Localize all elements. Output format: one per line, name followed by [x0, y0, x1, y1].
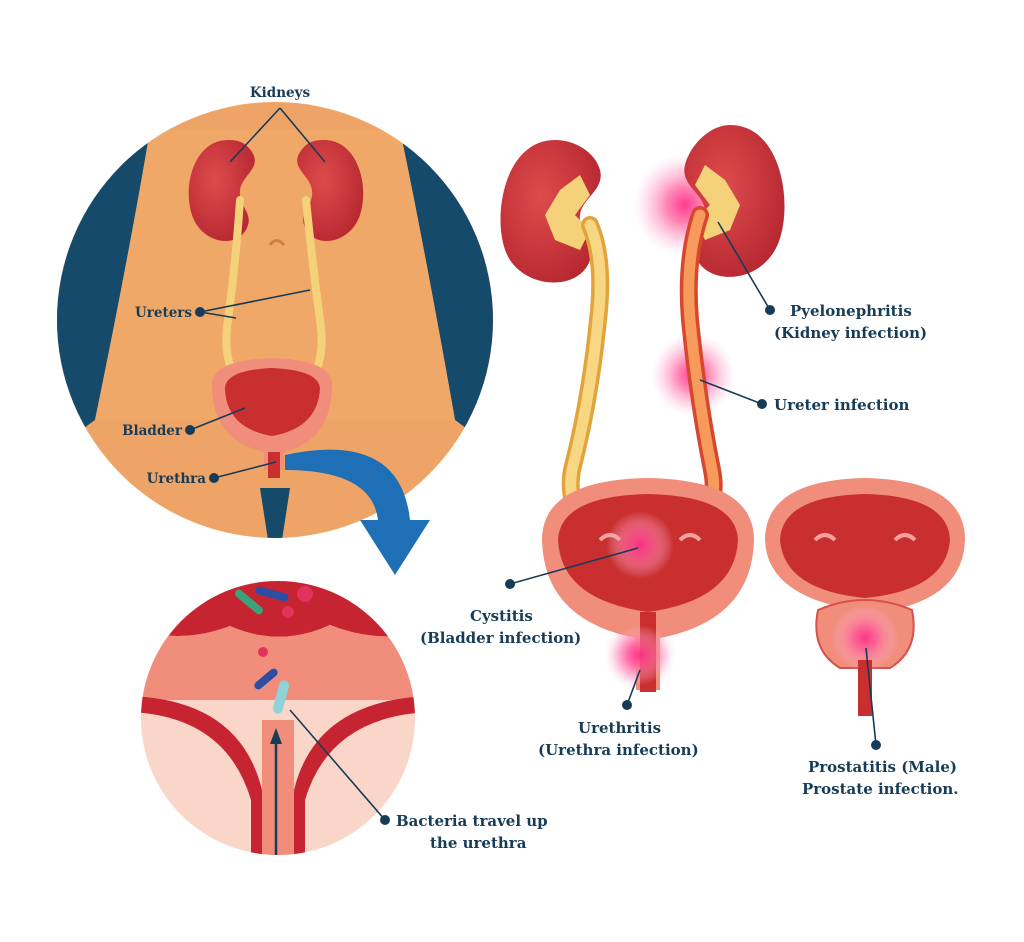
kidney-left-large — [500, 140, 601, 283]
infection-leaders — [505, 221, 881, 750]
label-pyelonephritis-line1: Pyelonephritis — [790, 302, 912, 320]
bladder-prostate — [765, 478, 965, 716]
body-leaders — [185, 107, 326, 483]
label-kidneys: Kidneys — [250, 85, 311, 101]
curved-arrow-icon — [285, 449, 430, 575]
label-urethra: Urethra — [147, 471, 207, 487]
bacterium-blue-top — [255, 586, 289, 602]
label-urethritis-line2: (Urethra infection) — [538, 741, 699, 759]
kidney-right-small — [297, 139, 364, 242]
label-prostatitis-line1: Prostatitis (Male) — [808, 758, 957, 776]
label-urethritis-line1: Urethritis — [578, 719, 661, 737]
bacterium-pink-1 — [297, 586, 313, 602]
bacterium-pink-2 — [282, 606, 294, 618]
label-ureters: Ureters — [135, 305, 192, 321]
label-bacteria-line1: Bacteria travel up — [396, 812, 548, 830]
label-bacteria-line2: the urethra — [430, 834, 527, 852]
bacterium-green — [235, 589, 263, 615]
urinary-tract-infections: Pyelonephritis (Kidney infection) Ureter… — [420, 125, 965, 798]
bacterium-teal — [272, 680, 290, 714]
label-cystitis-line2: (Bladder infection) — [420, 629, 581, 647]
label-pyelonephritis-line2: (Kidney infection) — [774, 324, 927, 342]
bacterium-blue-mid — [254, 668, 278, 690]
label-prostatitis-line2: Prostate infection. — [802, 780, 958, 798]
label-bladder: Bladder — [122, 423, 183, 439]
ureter-right-small — [302, 196, 326, 384]
ureter-left-small — [222, 196, 244, 384]
bacterium-pink-3 — [258, 647, 268, 657]
label-cystitis-line1: Cystitis — [470, 607, 533, 625]
bladder-small — [212, 358, 332, 478]
urethra-zoom: Bacteria travel up the urethra — [141, 581, 548, 855]
legs-gap — [260, 488, 290, 538]
label-ureter-infection: Ureter infection — [774, 396, 909, 414]
body-overview: Kidneys Ureters Bladder Urethra — [57, 85, 493, 538]
